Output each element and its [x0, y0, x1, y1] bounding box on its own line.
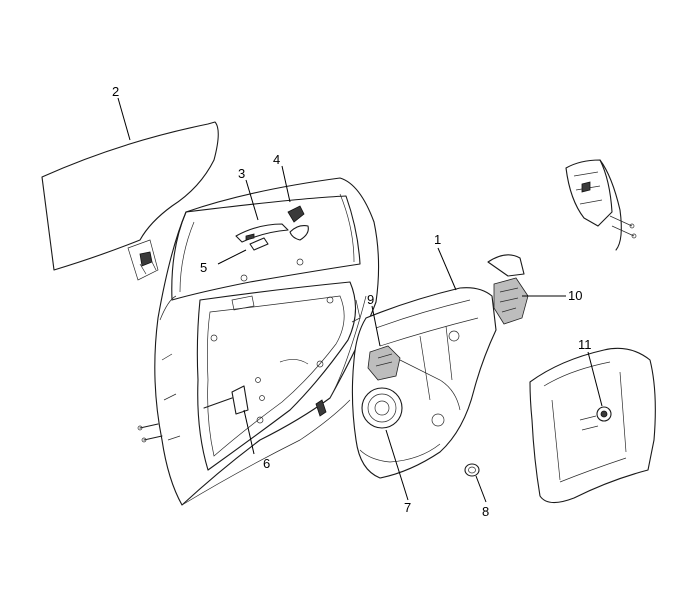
handle-cover	[287, 205, 309, 241]
grommet	[464, 463, 480, 477]
callout-1: 1	[434, 232, 441, 247]
door-module-panel	[351, 287, 497, 479]
hinge-detail-inset	[565, 159, 637, 251]
callout-5: 5	[200, 260, 207, 275]
door-latch	[487, 254, 529, 325]
callout-6: 6	[263, 456, 270, 471]
callout-4: 4	[273, 152, 280, 167]
mounting-bolts	[137, 423, 163, 443]
outside-handle	[235, 223, 289, 251]
callout-3: 3	[238, 166, 245, 181]
callout-8: 8	[482, 504, 489, 519]
window-motor	[367, 345, 401, 381]
callout-10: 10	[568, 288, 582, 303]
body-pillar-inset	[529, 347, 656, 504]
callout-9: 9	[367, 292, 374, 307]
callout-labels: 1 2 3 4 5 6 7 8 9 10 11	[112, 84, 592, 519]
callout-2: 2	[112, 84, 119, 99]
callout-11: 11	[578, 337, 592, 352]
door-glass	[41, 121, 219, 281]
door-checker	[203, 377, 265, 415]
callout-7: 7	[404, 500, 411, 515]
leader-lines	[117, 97, 603, 503]
